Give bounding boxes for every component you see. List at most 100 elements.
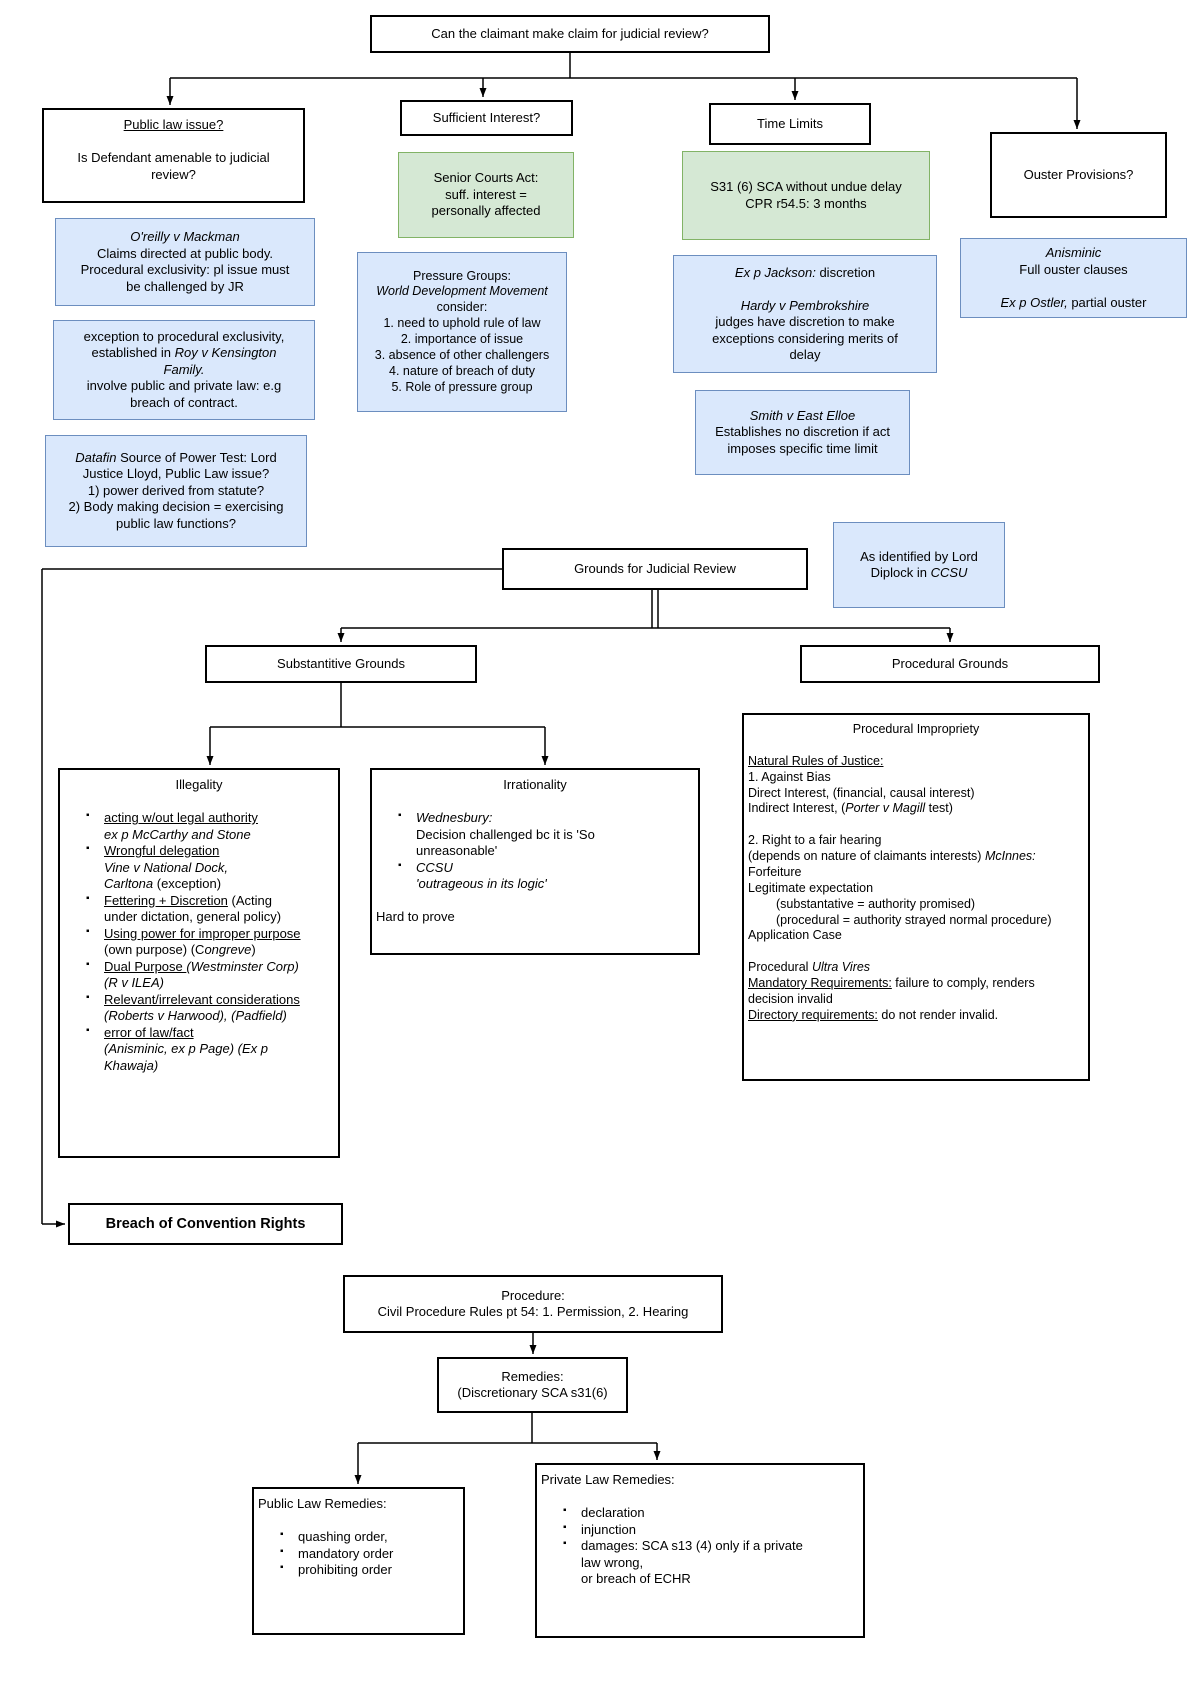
text-segment: Smith v East Elloe bbox=[749, 407, 856, 423]
text-line: law wrong, bbox=[541, 1555, 859, 1572]
text-line: ex p McCarthy and Stone bbox=[64, 827, 334, 844]
text-line: Wednesbury: bbox=[376, 810, 694, 827]
text-segment: Forfeiture bbox=[748, 864, 802, 879]
text-segment: suff. interest = bbox=[445, 186, 527, 202]
text-segment: damages: SCA s13 (4) only if a private bbox=[581, 1538, 803, 1553]
text-line: Application Case bbox=[748, 928, 1084, 944]
text-segment: Wednesbury: bbox=[416, 810, 493, 825]
text-line: Carltona (exception) bbox=[64, 876, 334, 893]
text-line bbox=[376, 893, 694, 910]
text-segment: Ex p Jackson: bbox=[734, 264, 816, 280]
text-segment: exceptions considering merits of bbox=[712, 330, 898, 346]
box-time-limits: Time Limits bbox=[709, 103, 871, 145]
text-segment: partial ouster bbox=[1067, 294, 1147, 310]
text-line: imposes specific time limit bbox=[700, 441, 905, 458]
box-grounds-for-jr: Grounds for Judicial Review bbox=[502, 548, 808, 590]
text-segment: personally affected bbox=[431, 203, 541, 219]
procedure-title: Procedure: bbox=[501, 1287, 565, 1303]
text-line: exceptions considering merits of bbox=[678, 331, 932, 348]
text-line: declaration bbox=[541, 1505, 859, 1522]
text-line: breach of contract. bbox=[58, 395, 310, 412]
text-line bbox=[48, 134, 299, 151]
box-illegality: Illegality acting w/out legal authority … bbox=[58, 768, 340, 1158]
text-segment: Pressure Groups: bbox=[413, 268, 511, 283]
text-segment: (Acting bbox=[227, 892, 272, 908]
text-line: established in Roy v Kensington bbox=[58, 345, 310, 362]
text-segment: Procedural bbox=[748, 960, 812, 975]
text-segment: be challenged by JR bbox=[126, 278, 244, 294]
text-line bbox=[965, 278, 1182, 295]
text-line bbox=[748, 944, 1084, 960]
text-segment: Using power for improper purpose bbox=[104, 925, 301, 941]
text-segment: (Westminster Corp) bbox=[186, 958, 299, 974]
box-senior-courts-act: Senior Courts Act:suff. interest =person… bbox=[398, 152, 574, 238]
text-line: Senior Courts Act: bbox=[403, 170, 569, 187]
text-segment: Vine v National Dock, bbox=[104, 859, 229, 875]
text-line: Is Defendant amenable to judicial bbox=[48, 150, 299, 167]
text-line: Family. bbox=[58, 362, 310, 379]
text-line: Anisminic bbox=[965, 245, 1182, 262]
ouster-provisions-label: Ouster Provisions? bbox=[1023, 166, 1134, 182]
text-segment: (exception) bbox=[153, 876, 222, 891]
text-line: unreasonable' bbox=[376, 843, 694, 860]
text-line: 5. Role of pressure group bbox=[362, 380, 562, 396]
text-line: Directory requirements: do not render in… bbox=[748, 1008, 1084, 1024]
text-segment: Directory requirements: bbox=[748, 1007, 878, 1022]
text-line bbox=[376, 794, 694, 811]
text-segment: 'outrageous in its logic' bbox=[416, 876, 547, 891]
text-line: 4. nature of breach of duty bbox=[362, 364, 562, 380]
text-line: prohibiting order bbox=[258, 1562, 459, 1579]
text-segment: 5. Role of pressure group bbox=[391, 379, 533, 394]
text-line: Fettering + Discretion (Acting bbox=[64, 893, 334, 910]
breach-label: Breach of Convention Rights bbox=[105, 1215, 306, 1232]
text-line: Procedural Impropriety bbox=[748, 722, 1084, 738]
text-line bbox=[541, 1489, 859, 1506]
text-segment: Carltona bbox=[104, 876, 154, 891]
text-line: exception to procedural exclusivity, bbox=[58, 329, 310, 346]
text-line: (substantative = authority promised) bbox=[748, 897, 1084, 913]
text-line: injunction bbox=[541, 1522, 859, 1539]
text-segment: prohibiting order bbox=[298, 1562, 392, 1577]
text-line: Mandatory Requirements: failure to compl… bbox=[748, 976, 1084, 992]
text-segment: O'reilly v Mackman bbox=[130, 229, 240, 244]
text-segment: Claims directed at public body. bbox=[96, 245, 274, 261]
text-line: consider: bbox=[362, 300, 562, 316]
text-line: error of law/fact bbox=[64, 1025, 334, 1042]
text-line: Direct Interest, (financial, causal inte… bbox=[748, 786, 1084, 802]
text-segment: Fettering + Discretion bbox=[104, 892, 228, 908]
text-segment: delay bbox=[789, 347, 821, 362]
text-segment: review? bbox=[151, 166, 196, 182]
procedural-grounds-label: Procedural Grounds bbox=[891, 655, 1009, 671]
text-line bbox=[748, 817, 1084, 833]
text-line: 2. Right to a fair hearing bbox=[748, 833, 1084, 849]
text-segment: test) bbox=[928, 801, 953, 816]
text-line: 2. importance of issue bbox=[362, 332, 562, 348]
text-line: damages: SCA s13 (4) only if a private bbox=[541, 1538, 859, 1555]
text-segment: under dictation, general policy) bbox=[104, 909, 282, 924]
text-line: mandatory order bbox=[258, 1546, 459, 1563]
text-line bbox=[748, 738, 1084, 754]
text-segment: World Development Movement bbox=[376, 284, 548, 299]
box-claim-question: Can the claimant make claim for judicial… bbox=[370, 15, 770, 53]
text-segment: failure to comply, renders bbox=[891, 976, 1035, 990]
text-line: Smith v East Elloe bbox=[700, 408, 905, 425]
remedies-detail: (Discretionary SCA s31(6) bbox=[457, 1385, 608, 1400]
text-segment: 2. Right to a fair hearing bbox=[748, 833, 882, 848]
text-segment: 3. absence of other challengers bbox=[374, 347, 550, 362]
text-segment: Anisminic bbox=[1045, 245, 1102, 260]
text-segment: Public Law Remedies: bbox=[258, 1496, 387, 1511]
box-procedure: Procedure: Civil Procedure Rules pt 54: … bbox=[343, 1275, 723, 1333]
text-segment: Hardy v Pembrokshire bbox=[740, 297, 870, 313]
text-segment: breach of contract. bbox=[130, 394, 238, 410]
text-segment: 1. Against Bias bbox=[748, 769, 831, 784]
text-line bbox=[678, 281, 932, 298]
text-segment: decision invalid bbox=[748, 991, 833, 1006]
top-branch-connectors bbox=[166, 53, 1081, 129]
text-line: Ex p Jackson: discretion bbox=[678, 265, 932, 282]
text-line: World Development Movement bbox=[362, 284, 562, 300]
text-line: Relevant/irrelevant considerations bbox=[64, 992, 334, 1009]
text-segment: Porter v Magill bbox=[845, 801, 929, 816]
